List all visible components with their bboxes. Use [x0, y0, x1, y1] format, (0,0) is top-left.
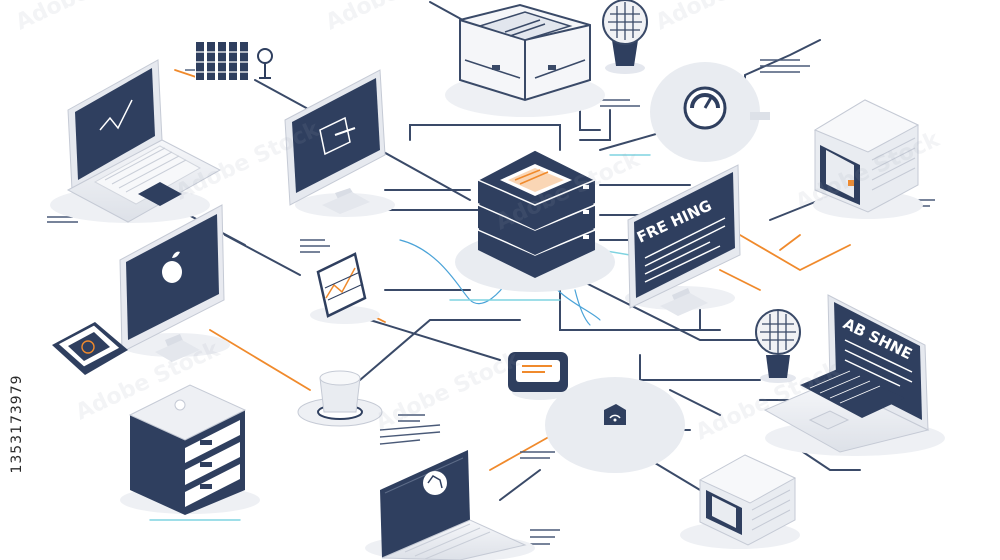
lightbulb-icon — [602, 0, 648, 74]
server-rack-icon — [120, 384, 260, 515]
bottom-right-server-box — [680, 454, 800, 549]
small-database-icon — [195, 40, 273, 82]
coffee-cup-icon — [297, 370, 383, 427]
stock-id-label: 1353173979 — [2, 318, 32, 530]
wireframe-cabinet-icon — [445, 3, 605, 117]
wifi-hub — [545, 377, 685, 473]
stock-id-text: 1353173979 — [9, 374, 25, 474]
right-laptop: AB SHNE — [763, 294, 945, 456]
center-monitor-small — [284, 69, 395, 217]
right-desktop-monitor: FRE HING — [625, 164, 741, 316]
apple-desktop-monitor — [119, 204, 230, 362]
top-left-laptop — [50, 59, 222, 223]
lightbulb-right-icon — [755, 309, 801, 383]
gauge-icon — [650, 62, 770, 162]
top-right-server-box — [813, 99, 923, 219]
watermark-text: Adobe Stock — [372, 347, 525, 436]
watermark-text: Adobe Stock — [652, 0, 805, 35]
bottom-laptop — [365, 450, 535, 560]
graph-frame-icon — [310, 252, 380, 324]
wifi-icon — [604, 404, 626, 425]
tablet-icon — [52, 322, 128, 375]
central-server-stack — [455, 149, 615, 292]
apple-logo-icon — [162, 251, 182, 283]
watermark-text: Adobe Stock — [12, 0, 165, 35]
router-icon — [508, 352, 568, 400]
watermark-text: Adobe Stock — [322, 0, 475, 35]
